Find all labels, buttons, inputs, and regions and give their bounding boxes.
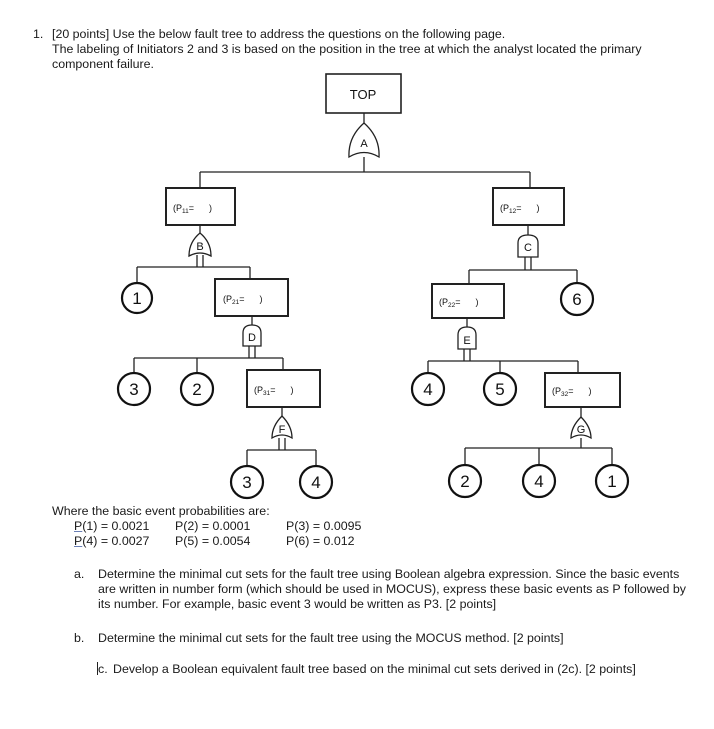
event-2-label: 2 — [460, 472, 469, 491]
event-3-label: 3 — [242, 473, 251, 492]
event-5-circle — [482, 371, 518, 407]
probability-p1: P(1) = 0.0021 — [74, 519, 150, 533]
event-1-circle — [594, 463, 630, 499]
part-b-text: Determine the minimal cut sets for the f… — [98, 631, 564, 645]
event-2-label: 2 — [192, 380, 201, 399]
box-p31-label: (P31= ) — [254, 385, 294, 397]
event-4-label: 4 — [534, 472, 543, 491]
event-4-label: 4 — [311, 473, 320, 492]
probability-p5: P(5) = 0.0054 — [175, 534, 251, 548]
part-b-label: b. — [74, 631, 85, 645]
event-4-circle — [410, 371, 446, 407]
question-line-1: [20 points] Use the below fault tree to … — [52, 27, 506, 41]
probabilities-intro: Where the basic event probabilities are: — [52, 504, 270, 518]
question-line-2: The labeling of Initiators 2 and 3 is ba… — [52, 42, 642, 56]
event-1-circle — [120, 281, 154, 315]
box-p22-label: (P22= ) — [439, 297, 479, 309]
event-4-label: 4 — [423, 380, 432, 399]
box-p21 — [214, 278, 289, 317]
event-4-circle — [298, 464, 334, 500]
gate-f-or-icon — [271, 415, 293, 440]
gate-d-and-icon — [242, 324, 262, 347]
gate-a-label: A — [360, 138, 368, 150]
gate-e-label: E — [463, 335, 470, 347]
gate-g-label: G — [577, 424, 586, 436]
tree-connectors — [133, 113, 613, 466]
box-p12-label: (P12= ) — [500, 203, 540, 215]
box-p21-label: (P21= ) — [223, 294, 263, 306]
gate-b-label: B — [196, 241, 203, 253]
event-6-circle — [559, 281, 595, 317]
part-a-text: Determine the minimal cut sets for the f… — [98, 567, 686, 611]
event-3-circle — [116, 371, 152, 407]
box-p32 — [544, 372, 621, 408]
top-event-box: TOP — [325, 73, 402, 114]
gate-d-label: D — [248, 332, 256, 344]
text-cursor — [97, 662, 98, 675]
box-p12 — [492, 187, 565, 226]
box-p31 — [246, 369, 321, 408]
question-number: 1. — [33, 27, 44, 41]
gate-e-and-icon — [457, 326, 477, 350]
gate-f-label: F — [279, 424, 286, 436]
part-a-label: a. — [74, 567, 85, 581]
event-5-label: 5 — [495, 380, 504, 399]
gate-g-or-icon — [570, 416, 592, 440]
box-p22 — [431, 283, 505, 319]
gate-c-label: C — [524, 242, 532, 254]
gate-a-or-icon — [348, 122, 380, 159]
question-line-3: component failure. — [52, 57, 154, 71]
probability-p4: P(4) = 0.0027 — [74, 534, 150, 548]
top-event-label: TOP — [350, 87, 377, 102]
part-c-text: Develop a Boolean equivalent fault tree … — [113, 662, 636, 676]
part-c-label: c. — [98, 662, 108, 676]
box-p11-label: (P11= ) — [173, 203, 212, 215]
box-p32-label: (P32= ) — [552, 386, 592, 398]
event-3-label: 3 — [129, 380, 138, 399]
event-1-label: 1 — [132, 289, 141, 308]
event-6-label: 6 — [572, 290, 581, 309]
probability-p3: P(3) = 0.0095 — [286, 519, 362, 533]
probability-p2: P(2) = 0.0001 — [175, 519, 251, 533]
event-2-circle — [179, 371, 215, 407]
event-1-label: 1 — [607, 472, 616, 491]
event-2-circle — [447, 463, 483, 499]
event-3-circle — [229, 464, 265, 500]
event-4-circle — [521, 463, 557, 499]
gate-c-and-icon — [517, 234, 539, 258]
probability-p6: P(6) = 0.012 — [286, 534, 355, 548]
gate-b-or-icon — [188, 232, 212, 258]
box-p11 — [165, 187, 236, 226]
